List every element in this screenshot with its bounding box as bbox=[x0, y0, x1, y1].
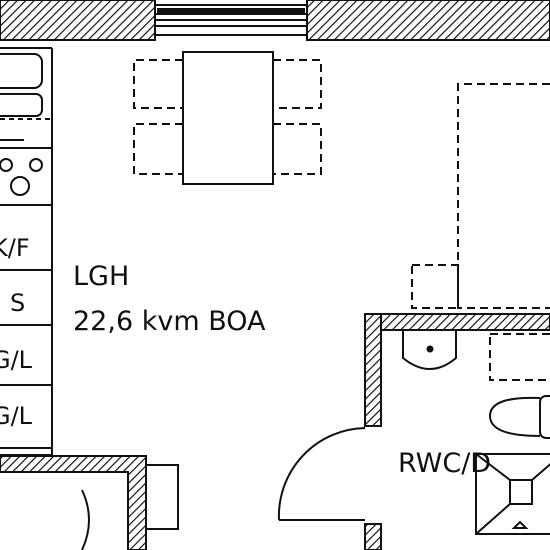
kitchen-label-2: S bbox=[10, 289, 25, 317]
lower-door bbox=[81, 489, 90, 550]
washing-machine bbox=[489, 333, 550, 381]
kitchen-label-1: K/F bbox=[0, 234, 30, 262]
shower bbox=[475, 453, 550, 535]
kitchen-label-3: G/L bbox=[0, 346, 33, 374]
stove bbox=[0, 158, 43, 196]
dining-chairs bbox=[133, 59, 322, 175]
kitchen-label-4: G/L bbox=[0, 402, 33, 430]
top-wall bbox=[0, 0, 550, 41]
room-area: 22,6 kvm BOA bbox=[73, 306, 266, 337]
bathroom-door bbox=[277, 427, 366, 521]
window bbox=[154, 4, 308, 36]
bed bbox=[411, 83, 550, 309]
toilet bbox=[488, 395, 550, 439]
washbasin bbox=[402, 330, 457, 370]
lower-left-wall bbox=[0, 455, 179, 550]
dining-table bbox=[182, 51, 274, 185]
bathroom-walls bbox=[364, 313, 550, 550]
bathroom-label: RWC/D bbox=[398, 448, 491, 479]
room-name: LGH bbox=[73, 261, 129, 292]
kitchen-sink bbox=[0, 53, 52, 141]
